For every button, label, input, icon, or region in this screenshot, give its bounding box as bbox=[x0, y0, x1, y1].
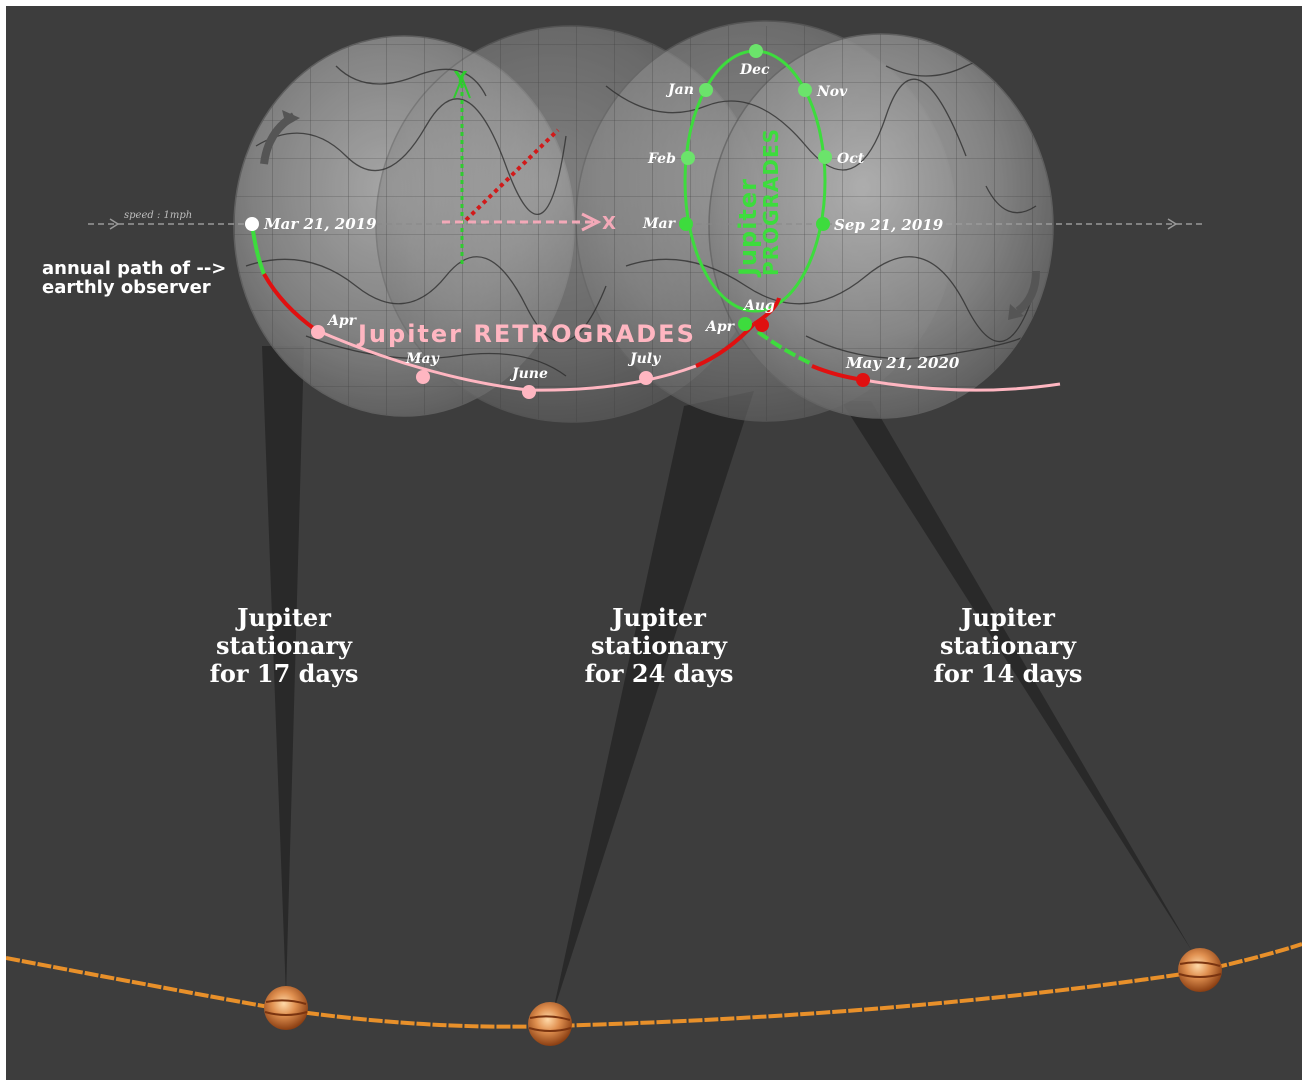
dot-nov bbox=[798, 83, 812, 97]
stationary-3-line2: stationary bbox=[940, 631, 1077, 660]
retrograde-title: Jupiter RETROGRADES bbox=[356, 320, 696, 348]
label-oct: Oct bbox=[837, 151, 865, 167]
dot-mar bbox=[679, 217, 693, 231]
retrograde-red-left bbox=[262, 273, 318, 332]
observer-label-line2: earthly observer bbox=[42, 277, 211, 298]
stationary-3-line1: Jupiter bbox=[959, 603, 1055, 632]
sightline-cone-2 bbox=[552, 391, 754, 1016]
diagonal-axis bbox=[464, 128, 560, 222]
label-mar: Mar bbox=[642, 216, 677, 232]
dot-end bbox=[856, 373, 870, 387]
stationary-2-line1: Jupiter bbox=[610, 603, 706, 632]
jupiter-orbit bbox=[6, 942, 1302, 1029]
diagram-stage: speed : 1mph Y X Dec Jan Nov Feb Oct Mar… bbox=[6, 6, 1302, 1080]
stationary-2-line2: stationary bbox=[591, 631, 728, 660]
dot-start bbox=[245, 217, 259, 231]
dot-oct bbox=[818, 150, 832, 164]
dot-july bbox=[639, 371, 653, 385]
label-end-date: May 21, 2020 bbox=[845, 354, 960, 372]
dot-feb bbox=[681, 151, 695, 165]
label-june: June bbox=[509, 366, 548, 382]
dot-jan bbox=[699, 83, 713, 97]
dot-apr-left bbox=[311, 325, 325, 339]
prograde-green-cross bbox=[756, 330, 813, 366]
label-start-date: Mar 21, 2019 bbox=[263, 215, 377, 233]
dot-june bbox=[522, 385, 536, 399]
label-nov: Nov bbox=[816, 84, 848, 100]
label-may: May bbox=[405, 351, 440, 367]
stationary-1-line2: stationary bbox=[216, 631, 353, 660]
sightline-cone-3 bbox=[841, 401, 1192, 951]
jupiter-planet-3 bbox=[1178, 948, 1222, 992]
label-apr-right: Apr bbox=[704, 319, 736, 335]
dot-may bbox=[416, 370, 430, 384]
dot-aug bbox=[755, 318, 769, 332]
stationary-3-line3: for 14 days bbox=[934, 659, 1083, 688]
dot-apr-right bbox=[738, 317, 752, 331]
x-axis-label: X bbox=[602, 213, 616, 234]
label-july: July bbox=[627, 351, 661, 367]
prograde-title-line1: Jupiter bbox=[734, 178, 762, 278]
jupiter-motion-diagram: speed : 1mph Y X Dec Jan Nov Feb Oct Mar… bbox=[6, 20, 1302, 1046]
dot-sep bbox=[816, 217, 830, 231]
sightline-cone-1 bbox=[262, 346, 304, 996]
label-apr-left: Apr bbox=[326, 313, 358, 329]
dot-dec bbox=[749, 44, 763, 58]
retrograde-path-tail bbox=[863, 378, 1061, 392]
label-feb: Feb bbox=[647, 151, 676, 167]
speed-label: speed : 1mph bbox=[124, 210, 192, 221]
stationary-2-line3: for 24 days bbox=[585, 659, 734, 688]
jupiter-planet-1 bbox=[264, 986, 308, 1030]
label-aug: Aug bbox=[742, 298, 775, 314]
label-jan: Jan bbox=[665, 82, 694, 98]
label-sep-date: Sep 21, 2019 bbox=[834, 216, 944, 234]
rotation-arrow-right bbox=[1015, 270, 1040, 315]
observer-label-line1: annual path of --> bbox=[42, 258, 226, 279]
stationary-1-line1: Jupiter bbox=[235, 603, 331, 632]
y-axis-label: Y bbox=[453, 68, 468, 89]
jupiter-planet-2 bbox=[528, 1002, 572, 1046]
stationary-1-line3: for 17 days bbox=[210, 659, 359, 688]
prograde-title-line2: PROGRADES bbox=[759, 128, 783, 276]
label-dec: Dec bbox=[739, 62, 770, 78]
